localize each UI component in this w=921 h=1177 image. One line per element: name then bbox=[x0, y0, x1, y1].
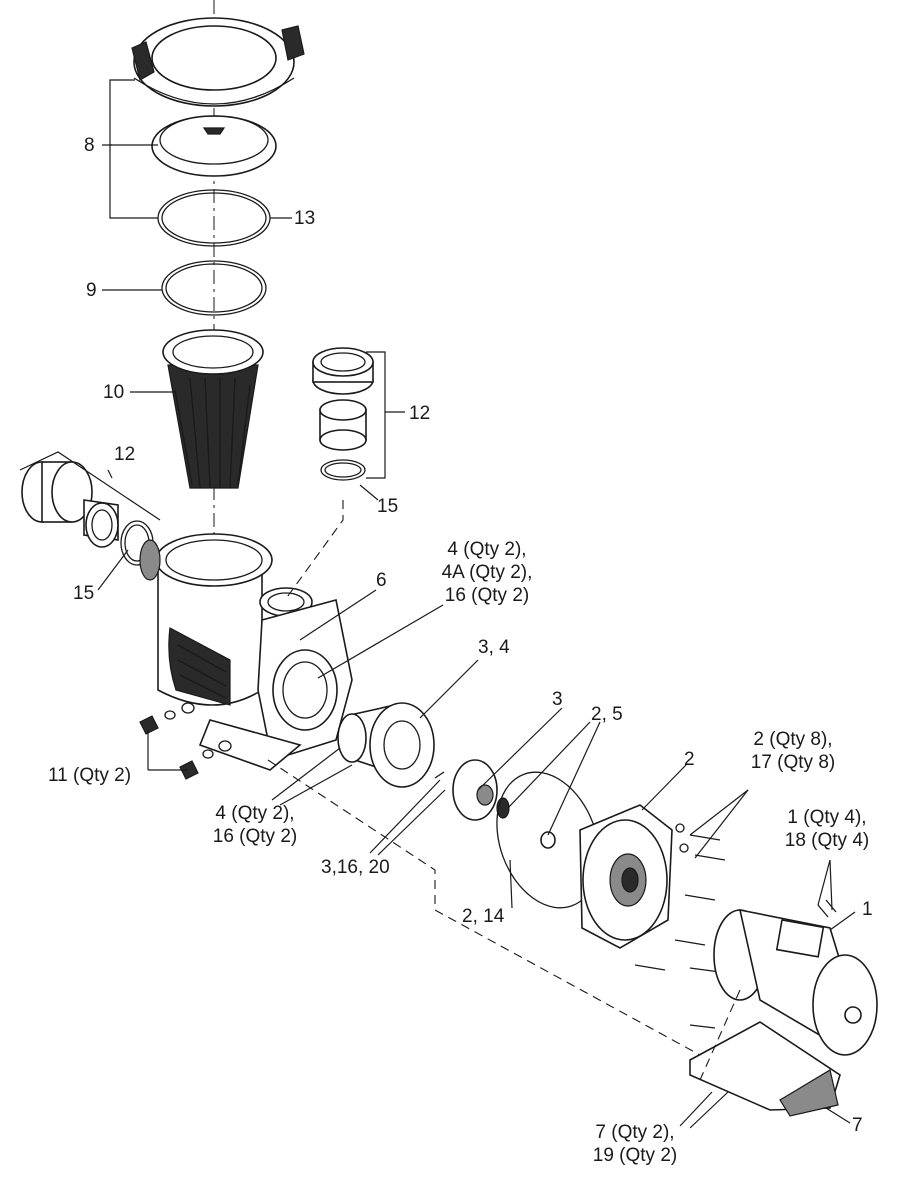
impeller bbox=[452, 759, 510, 821]
strainer-basket bbox=[162, 329, 264, 489]
assembly-path-union bbox=[284, 500, 344, 601]
callout-2-17: 2 (Qty 8), 17 (Qty 8) bbox=[750, 729, 836, 773]
callout-15-left: 15 bbox=[73, 583, 95, 604]
union-fitting-right bbox=[312, 347, 374, 481]
seal-plate bbox=[579, 804, 673, 949]
callout-10: 10 bbox=[103, 382, 125, 403]
callout-1: 1 bbox=[862, 899, 873, 920]
callout-12-left: 12 bbox=[114, 444, 136, 465]
callout-2-14: 2, 14 bbox=[462, 906, 505, 927]
assembly-path-motor bbox=[699, 989, 741, 1081]
callout-15-right: 15 bbox=[377, 496, 399, 517]
leader-lines bbox=[19, 79, 856, 1129]
callout-8: 8 bbox=[84, 135, 95, 156]
lid-clamp-ring bbox=[131, 17, 305, 107]
seal-plate-gasket bbox=[496, 771, 600, 909]
union-fitting-left bbox=[21, 461, 154, 566]
callout-12-right: 12 bbox=[409, 403, 431, 424]
callout-6: 6 bbox=[376, 570, 387, 591]
callout-4-4a-16: 4 (Qty 2), 4A (Qty 2), 16 (Qty 2) bbox=[441, 539, 533, 606]
callout-1-18: 1 (Qty 4), 18 (Qty 4) bbox=[784, 807, 870, 851]
callout-7: 7 bbox=[852, 1115, 863, 1136]
callout-2-5: 2, 5 bbox=[591, 704, 623, 725]
diffuser bbox=[337, 702, 445, 788]
callout-3-16-20: 3,16, 20 bbox=[321, 857, 390, 878]
pump-housing bbox=[139, 533, 353, 771]
callout-3: 3 bbox=[552, 689, 563, 710]
strainer-lid bbox=[151, 115, 277, 177]
drain-plugs bbox=[139, 702, 232, 780]
motor-support bbox=[689, 1021, 841, 1117]
callout-13: 13 bbox=[294, 208, 316, 229]
callout-9: 9 bbox=[86, 280, 97, 301]
callout-7-19: 7 (Qty 2), 19 (Qty 2) bbox=[592, 1122, 678, 1166]
callout-2: 2 bbox=[684, 749, 695, 770]
callout-4-16: 4 (Qty 2), 16 (Qty 2) bbox=[212, 803, 298, 847]
callout-3-4: 3, 4 bbox=[478, 637, 510, 658]
callout-11: 11 (Qty 2) bbox=[48, 765, 132, 786]
o-ring-9 bbox=[161, 260, 267, 316]
assembly-path-base bbox=[267, 759, 701, 1056]
motor bbox=[713, 899, 878, 1056]
